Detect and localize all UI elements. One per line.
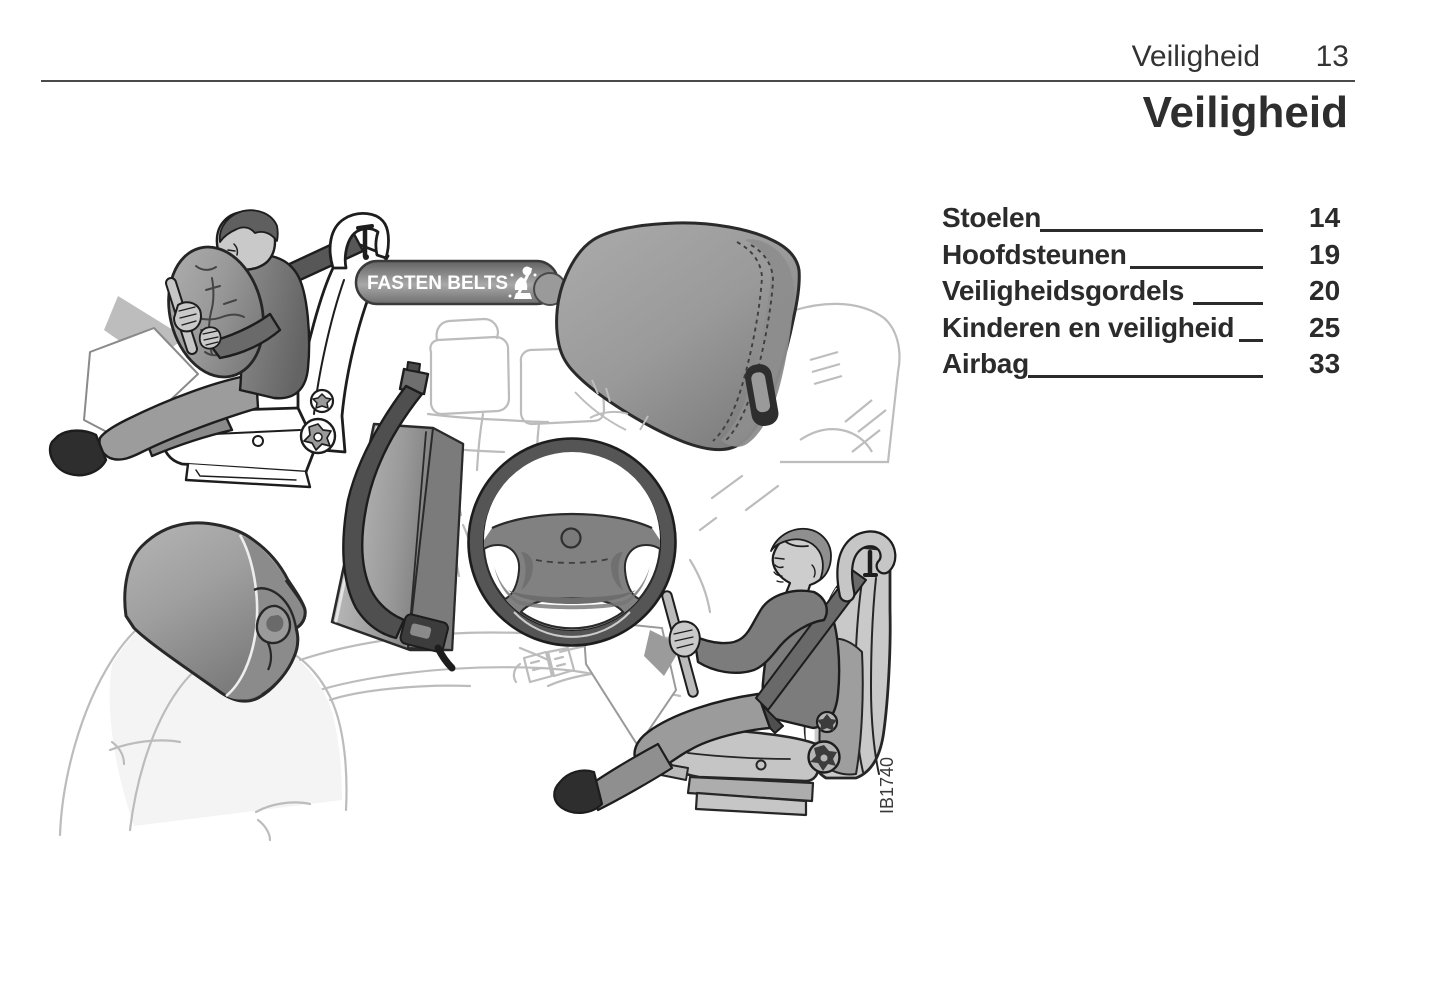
- svg-text:FASTEN BELTS: FASTEN BELTS: [367, 273, 508, 294]
- svg-text:IB1740: IB1740: [877, 757, 897, 814]
